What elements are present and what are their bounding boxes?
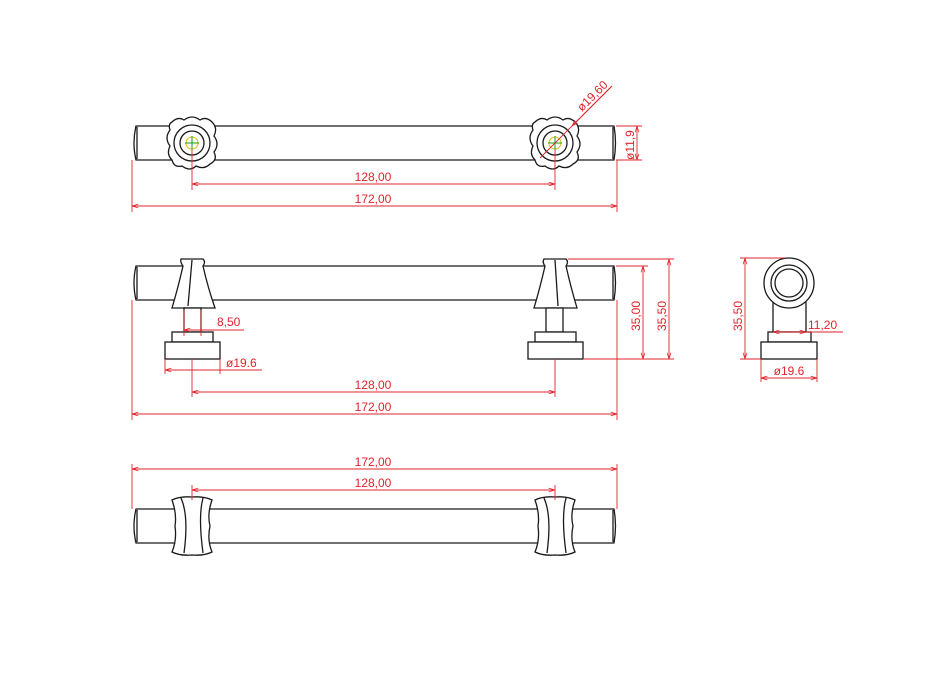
- bottom-right-post: [534, 496, 576, 556]
- bottom-view: 172,00 128,00: [131, 455, 618, 556]
- top-dim-hole-pitch: 128,00: [191, 150, 556, 190]
- top-dim-hole-pitch-label: 128,00: [355, 170, 392, 184]
- top-left-boss: [166, 116, 218, 170]
- front-dim-hole-pitch-label: 128,00: [355, 378, 392, 392]
- side-dim-post-width-label: 11,20: [808, 318, 837, 332]
- top-dim-overall-length: 172,00: [131, 160, 618, 212]
- front-dim-height-inner-label: 35,00: [629, 301, 643, 331]
- front-dim-post-width-label: 8,50: [217, 315, 241, 329]
- side-dim-height-label: 35,50: [731, 301, 745, 331]
- bottom-dim-overall-length: 172,00: [131, 455, 618, 509]
- front-right-post: [527, 258, 584, 360]
- side-dim-base-diameter: ø19.6: [760, 359, 818, 382]
- side-dim-base-diameter-label: ø19.6: [774, 364, 805, 378]
- front-dim-height-inner: 35,00: [584, 265, 648, 360]
- top-view: 128,00 172,00 ø19,60 ø11,9: [131, 78, 642, 212]
- front-dim-base-diameter-label: ø19.6: [226, 356, 257, 370]
- side-dim-height: 35,50: [731, 257, 785, 360]
- front-dim-overall-length: 172,00: [131, 300, 618, 420]
- front-left-post: [164, 258, 221, 360]
- bottom-dim-overall-length-label: 172,00: [355, 455, 392, 469]
- top-bar-outline: [133, 125, 617, 161]
- top-dim-bar-diameter-label: ø11,9: [623, 130, 637, 160]
- front-view: 8,50 ø19.6 128,00 172,00 35,00: [131, 258, 674, 420]
- front-dim-height-outer: 35,50: [568, 258, 674, 360]
- top-dim-bar-diameter: ø11,9: [616, 125, 642, 161]
- bottom-dim-hole-pitch: 128,00: [191, 476, 556, 500]
- side-dim-post-width: 11,20: [773, 318, 843, 332]
- front-dim-height-outer-label: 35,50: [655, 301, 669, 331]
- bottom-left-post: [171, 496, 213, 556]
- front-dim-hole-pitch: 128,00: [191, 359, 556, 397]
- front-dim-post-width: 8,50: [183, 310, 244, 336]
- side-view: 35,50 11,20 ø19.6: [731, 257, 843, 382]
- top-dim-boss-diameter-label: ø19,60: [574, 78, 611, 115]
- top-dim-overall-length-label: 172,00: [355, 192, 392, 206]
- bottom-dim-hole-pitch-label: 128,00: [355, 476, 392, 490]
- front-dim-overall-length-label: 172,00: [355, 400, 392, 414]
- bottom-bar-outline: [133, 508, 617, 544]
- front-dim-base-diameter: ø19.6: [164, 356, 262, 374]
- front-bar-outline: [133, 265, 617, 301]
